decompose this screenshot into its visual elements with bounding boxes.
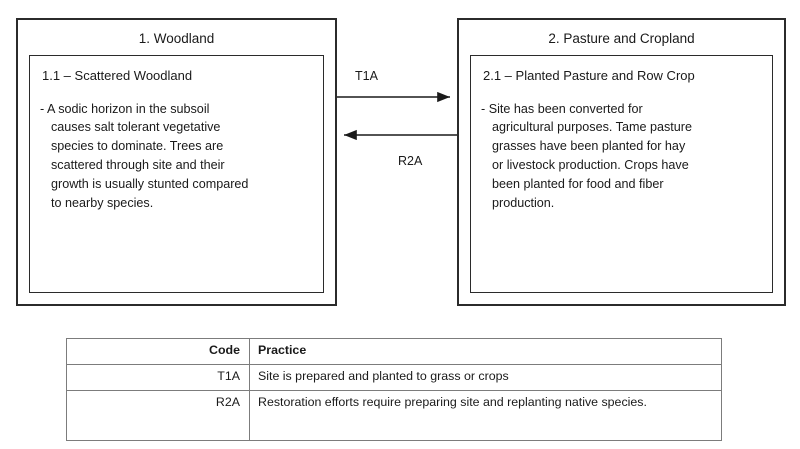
- table-cell-practice: Site is prepared and planted to grass or…: [249, 363, 722, 391]
- state-box-pasture-cropland: 2. Pasture and Cropland 2.1 – Planted Pa…: [457, 18, 786, 306]
- table-cell-practice: Restoration efforts require preparing si…: [249, 389, 722, 441]
- phase-description-planted-pasture-row-crop: - Site has been converted for agricultur…: [481, 101, 692, 211]
- table-cell-code: T1A: [66, 363, 250, 391]
- phase-box-scattered-woodland: 1.1 – Scattered Woodland - A sodic horiz…: [29, 55, 324, 293]
- state-title-pasture-cropland: 2. Pasture and Cropland: [548, 31, 695, 46]
- state-title-woodland: 1. Woodland: [138, 31, 215, 46]
- table-row: T1A Site is prepared and planted to gras…: [66, 363, 722, 391]
- table-header-code: Code: [66, 338, 250, 365]
- phase-description-scattered-woodland: - A sodic horizon in the subsoil causes …: [40, 101, 249, 211]
- state-box-woodland: 1. Woodland 1.1 – Scattered Woodland - A…: [16, 18, 337, 306]
- transition-label-t1a: T1A: [355, 69, 378, 83]
- phase-box-planted-pasture-row-crop: 2.1 – Planted Pasture and Row Crop - Sit…: [470, 55, 773, 293]
- transition-label-r2a: R2A: [398, 154, 423, 168]
- table-header-row: Code Practice: [66, 338, 722, 365]
- table-row: R2A Restoration efforts require preparin…: [66, 389, 722, 441]
- table-cell-code: R2A: [66, 389, 250, 441]
- practice-table: Code Practice T1A Site is prepared and p…: [66, 338, 722, 441]
- phase-title-scattered-woodland: 1.1 – Scattered Woodland: [42, 68, 193, 83]
- table-header-practice: Practice: [249, 338, 722, 365]
- phase-title-planted-pasture-row-crop: 2.1 – Planted Pasture and Row Crop: [483, 68, 695, 83]
